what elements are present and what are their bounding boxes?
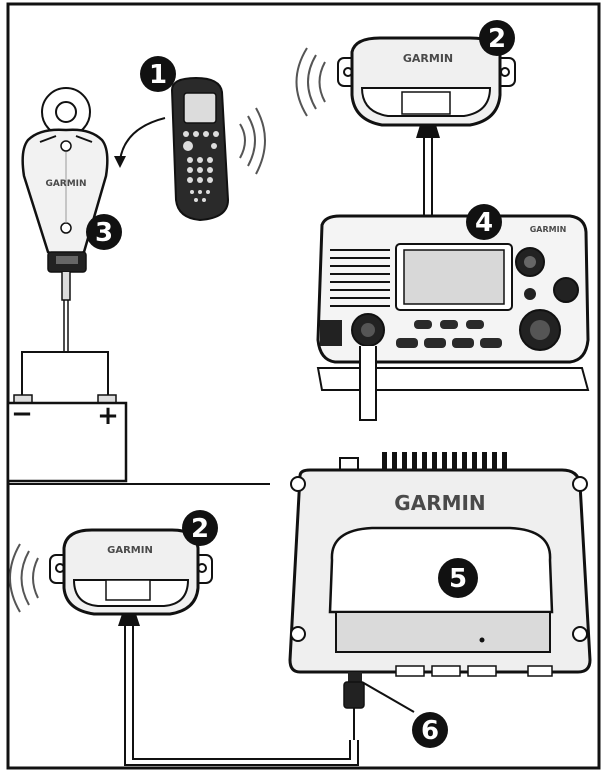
svg-text:1: 1 — [149, 60, 167, 90]
antenna-top: GARMIN — [295, 36, 516, 222]
svg-text:5: 5 — [449, 564, 467, 594]
callout-1: 1 — [140, 56, 176, 92]
callout-3: 3 — [86, 214, 122, 250]
placement-arrow-icon — [119, 117, 166, 161]
svg-text:2: 2 — [488, 24, 506, 54]
black-box-unit: GARMIN — [288, 452, 592, 677]
callout-2-bottom: 2 — [182, 510, 218, 546]
charging-cradle: GARMIN — [21, 87, 109, 352]
antenna-top-brand: GARMIN — [403, 52, 453, 65]
callout-6: 6 — [412, 712, 448, 748]
connector-plug — [343, 672, 415, 740]
wireless-waves-icon — [295, 47, 326, 117]
callout-2-top: 2 — [479, 20, 515, 56]
callout-4: 4 — [466, 204, 502, 240]
svg-text:3: 3 — [95, 218, 113, 248]
antenna-bottom: GARMIN — [9, 528, 359, 766]
black-box-brand: GARMIN — [394, 491, 485, 515]
svg-text:6: 6 — [421, 716, 439, 746]
svg-text:4: 4 — [475, 208, 493, 238]
radio-brand: GARMIN — [530, 225, 567, 234]
vhf-radio: GARMIN — [316, 214, 590, 421]
charger-brand: GARMIN — [45, 179, 86, 189]
callout-5: 5 — [438, 558, 478, 598]
diagram-frame — [6, 2, 601, 770]
battery-positive-label: + — [97, 401, 119, 431]
antenna-bottom-brand: GARMIN — [107, 545, 153, 556]
svg-text:2: 2 — [191, 514, 209, 544]
wireless-waves-icon — [239, 107, 266, 175]
battery: − + — [6, 394, 128, 483]
battery-negative-label: − — [11, 399, 33, 429]
wireless-handset — [170, 76, 266, 222]
wireless-waves-icon — [9, 543, 39, 613]
